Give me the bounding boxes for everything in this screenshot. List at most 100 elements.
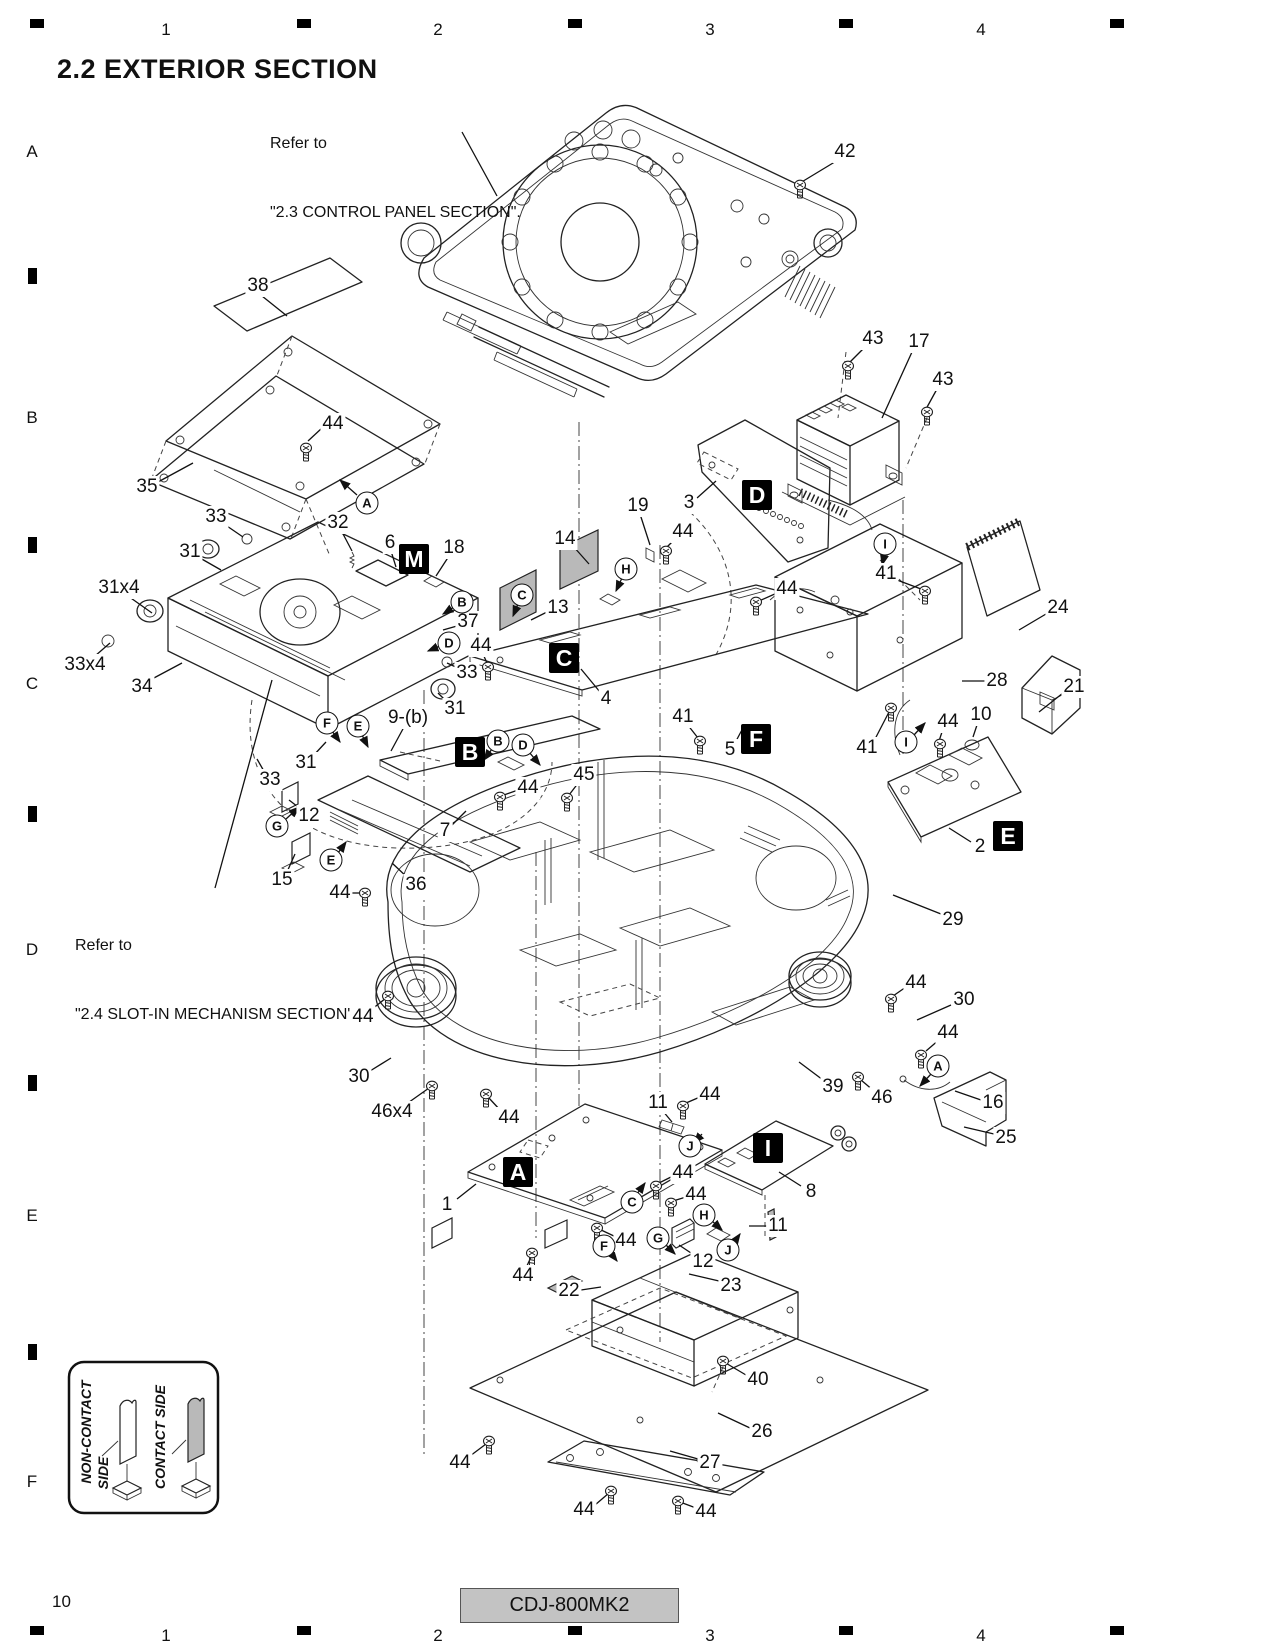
part-label-27: 27 [697, 1452, 723, 1474]
grid-col-4-top: 4 [976, 20, 986, 39]
leader-line [778, 1171, 802, 1187]
circle-letter-C: C [620, 1190, 644, 1214]
circle-letter-I: I [873, 532, 897, 556]
part-label-44: 44 [468, 635, 494, 657]
pointer-arrow [483, 748, 494, 762]
circle-letter-I: I [894, 730, 918, 754]
leader-line [580, 1286, 602, 1291]
grid-row-E: E [26, 1206, 38, 1225]
part-label-45: 45 [571, 764, 597, 786]
note-line: "2.3 CONTROL PANEL SECTION". [270, 204, 521, 221]
leader-line [390, 726, 405, 752]
leader-line [94, 642, 111, 657]
part-label-42: 42 [832, 141, 858, 163]
leader-line [442, 625, 458, 631]
part-label-44: 44 [670, 1162, 696, 1184]
screw-icon [920, 406, 934, 426]
screw-icon [481, 661, 495, 681]
grid-col-3-top: 3 [705, 20, 715, 39]
part-label-44: 44 [683, 1184, 709, 1206]
part-label-44: 44 [693, 1501, 719, 1523]
page-title: 2.2 EXTERIOR SECTION [57, 54, 378, 85]
screw-icon [851, 1071, 865, 1091]
circle-letter-F: F [592, 1234, 616, 1258]
pointer-arrow [512, 603, 522, 618]
part-label-33x4: 33x4 [62, 654, 108, 676]
part-label-38: 38 [245, 275, 271, 297]
part-label-9-(b): 9-(b) [385, 707, 431, 729]
grid-marker [28, 537, 37, 553]
part-label-44: 44 [774, 578, 800, 600]
leader-line [261, 295, 288, 317]
part-label-8: 8 [803, 1181, 819, 1203]
section-badge-C: C [549, 643, 579, 673]
part-label-41: 41 [670, 706, 696, 728]
part-label-43: 43 [860, 328, 886, 350]
part-label-13: 13 [545, 597, 571, 619]
part-label-4: 4 [598, 688, 614, 710]
leader-line [151, 662, 183, 680]
part-label-12: 12 [690, 1251, 716, 1273]
screw-icon [793, 179, 807, 199]
part-label-11: 11 [766, 1215, 790, 1237]
screw-icon [604, 1485, 618, 1505]
part-label-7: 7 [437, 820, 453, 842]
leader-line [892, 894, 942, 915]
part-label-44: 44 [350, 1006, 376, 1028]
part-label-37: 37 [455, 611, 481, 633]
grid-row-C: C [25, 674, 39, 693]
leader-line [199, 557, 222, 571]
section-badge-I: I [753, 1133, 783, 1163]
grid-marker [1110, 19, 1124, 28]
part-label-46: 46 [869, 1087, 895, 1109]
part-label-40: 40 [745, 1369, 771, 1391]
grid-marker [568, 1626, 582, 1635]
grid-col-2-bottom: 2 [433, 1626, 443, 1645]
circle-letter-B: B [486, 729, 510, 753]
circle-letter-C: C [510, 583, 534, 607]
part-label-46x4: 46x4 [369, 1101, 415, 1123]
note-line: Refer to [75, 937, 132, 954]
legend-non-contact-side-label: SIDE [95, 1456, 111, 1490]
screw-icon [918, 585, 932, 605]
part-label-29: 29 [940, 909, 966, 931]
circle-letter-E: E [319, 848, 343, 872]
note-line: Refer to [270, 135, 327, 152]
leader-line [954, 1090, 982, 1101]
part-label-30: 30 [951, 989, 977, 1011]
part-label-44: 44 [670, 521, 696, 543]
pointer-arrow [359, 734, 369, 749]
screw-icon [914, 1049, 928, 1069]
legend-contact-label: CONTACT SIDE [152, 1385, 168, 1489]
leader-line [916, 1004, 952, 1021]
part-label-44: 44 [935, 711, 961, 733]
leader-line [307, 427, 323, 442]
part-label-33: 33 [203, 506, 229, 528]
part-label-17: 17 [906, 331, 932, 353]
part-label-30: 30 [346, 1066, 372, 1088]
part-label-44: 44 [327, 882, 353, 904]
part-label-44: 44 [571, 1499, 597, 1521]
note-control-panel: Refer to "2.3 CONTROL PANEL SECTION". [270, 86, 521, 270]
leader-line [1018, 613, 1047, 631]
part-label-1: 1 [439, 1194, 455, 1216]
grid-row-A: A [26, 142, 38, 161]
leader-line [580, 668, 601, 693]
pointer-arrow [919, 1073, 932, 1087]
part-label-19: 19 [625, 495, 651, 517]
part-label-39: 39 [820, 1076, 846, 1098]
leader-line [925, 388, 938, 410]
part-label-41: 41 [873, 563, 899, 585]
section-badge-D: D [742, 480, 772, 510]
circle-letter-A: A [355, 491, 379, 515]
screw-icon [493, 791, 507, 811]
grid-row-F: F [26, 1472, 38, 1491]
circle-letter-D: D [511, 733, 535, 757]
pointer-arrow [330, 730, 341, 744]
leader-line [758, 592, 778, 602]
footer-model-label: CDJ-800MK2 [509, 1594, 630, 1616]
grid-row-B: B [26, 408, 38, 427]
grid-marker [30, 19, 44, 28]
screw-icon [693, 735, 707, 755]
